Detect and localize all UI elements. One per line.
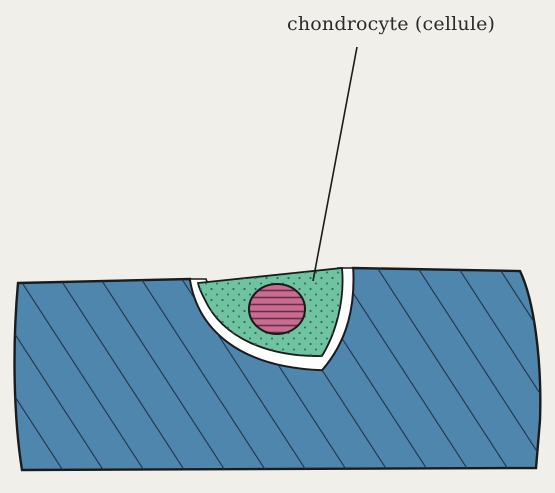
chondrocyte-label: chondrocyte (cellule) (287, 13, 495, 35)
